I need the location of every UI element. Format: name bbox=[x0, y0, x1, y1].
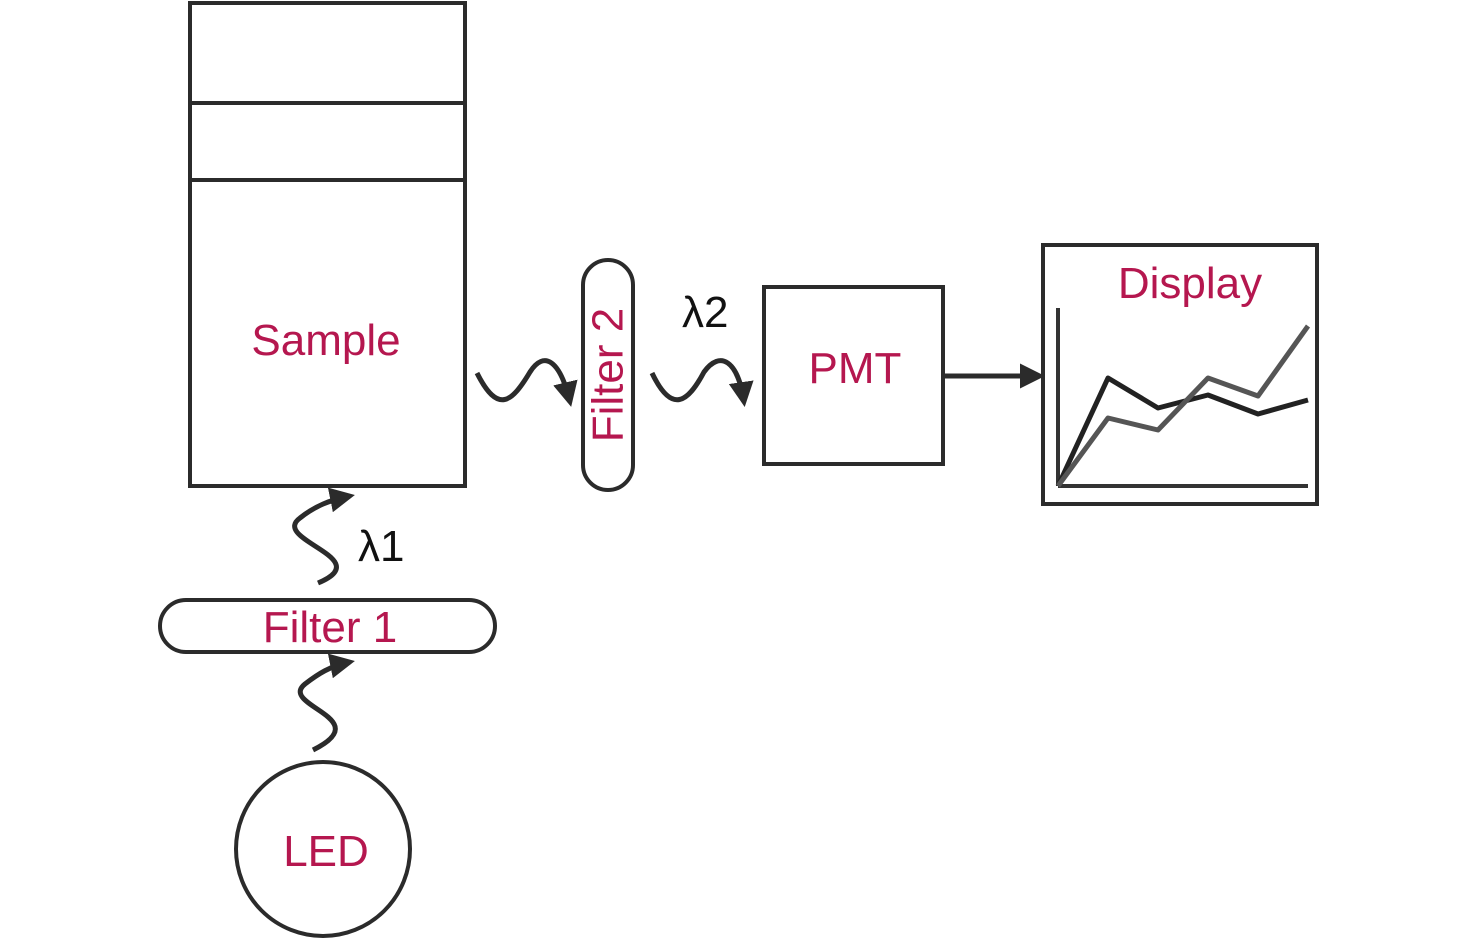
led-label: LED bbox=[283, 827, 369, 876]
wave-arrow-led-to-filter1 bbox=[297, 653, 355, 753]
sample-container: Sample bbox=[188, 1, 467, 488]
pmt-label: PMT bbox=[809, 344, 902, 393]
graph-trace-light bbox=[1055, 324, 1311, 488]
filter-2: Filter 2 bbox=[581, 258, 635, 492]
display-label: Display bbox=[1118, 259, 1262, 308]
wave-arrow-sample-to-filter2 bbox=[474, 358, 578, 407]
pmt-detector: PMT bbox=[762, 285, 945, 466]
filter-1-label: Filter 1 bbox=[263, 603, 397, 652]
wave-arrow-filter1-to-sample bbox=[292, 487, 355, 586]
led-source: LED bbox=[234, 760, 412, 938]
filter-2-label: Filter 2 bbox=[584, 308, 633, 442]
wave-arrow-filter2-to-pmt bbox=[649, 358, 754, 407]
display-monitor: Display bbox=[1041, 243, 1319, 506]
wavelength-lambda1-label: λ1 bbox=[358, 522, 404, 571]
display-graph-icon bbox=[1055, 308, 1311, 488]
sample-label: Sample bbox=[251, 316, 400, 365]
filter-1: Filter 1 bbox=[158, 598, 497, 654]
wavelength-lambda2-label: λ2 bbox=[682, 288, 728, 337]
